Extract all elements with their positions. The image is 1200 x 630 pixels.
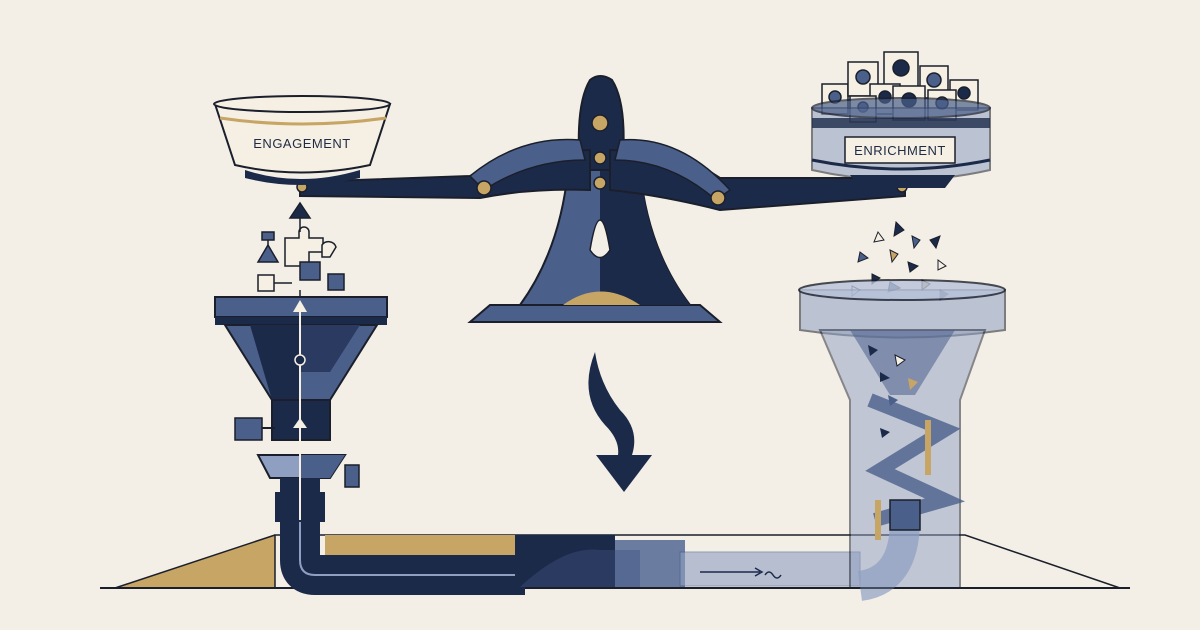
arrow-down-icon — [588, 352, 652, 492]
engagement-bowl: ENGAGEMENT — [213, 95, 392, 185]
engagement-label: ENGAGEMENT — [253, 136, 350, 151]
left-funnel-machine — [214, 296, 388, 522]
balance-scale-icon — [296, 75, 908, 323]
enrichment-container: ENRICHMENT — [811, 51, 991, 188]
enrichment-label: ENRICHMENT — [854, 143, 946, 158]
puzzle-icon — [256, 201, 345, 296]
filter-tower-icon — [798, 279, 1006, 589]
ground-pipe — [280, 519, 920, 601]
